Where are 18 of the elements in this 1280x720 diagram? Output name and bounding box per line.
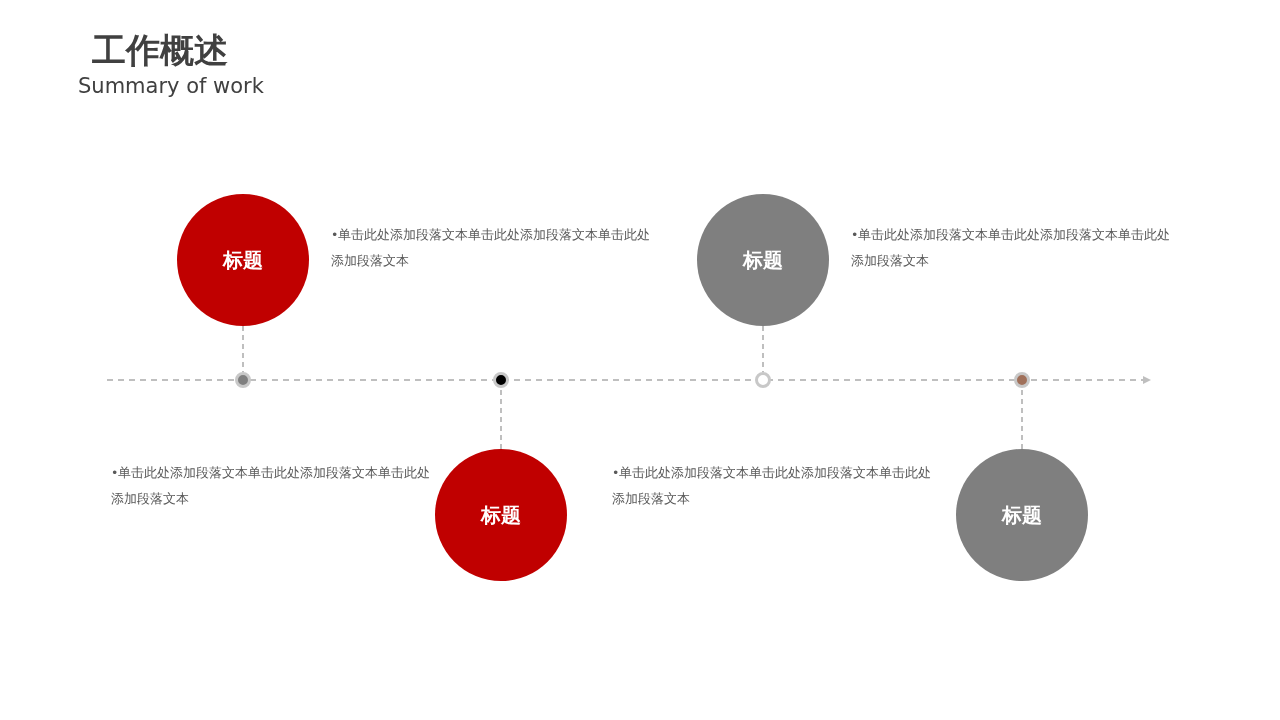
paragraph-text: •单击此处添加段落文本单击此处添加段落文本单击此处添加段落文本 <box>331 226 651 270</box>
node-title: 标题 <box>1002 501 1042 529</box>
paragraph-text: •单击此处添加段落文本单击此处添加段落文本单击此处添加段落文本 <box>851 226 1171 270</box>
node-title: 标题 <box>223 246 263 274</box>
timeline-dot <box>1014 372 1030 388</box>
subtitle: Summary of work <box>78 74 264 98</box>
connector-line <box>762 325 764 373</box>
node-title: 标题 <box>743 246 783 274</box>
paragraph-text: •单击此处添加段落文本单击此处添加段落文本单击此处添加段落文本 <box>111 464 431 508</box>
title: 工作概述 <box>92 29 228 72</box>
node-title: 标题 <box>481 501 521 529</box>
timeline-dot <box>755 372 771 388</box>
connector-line <box>500 387 502 450</box>
timeline-dot <box>493 372 509 388</box>
connector-line <box>242 325 244 373</box>
connector-line <box>1021 387 1023 450</box>
timeline-dot <box>235 372 251 388</box>
paragraph-text: •单击此处添加段落文本单击此处添加段落文本单击此处添加段落文本 <box>612 464 932 508</box>
